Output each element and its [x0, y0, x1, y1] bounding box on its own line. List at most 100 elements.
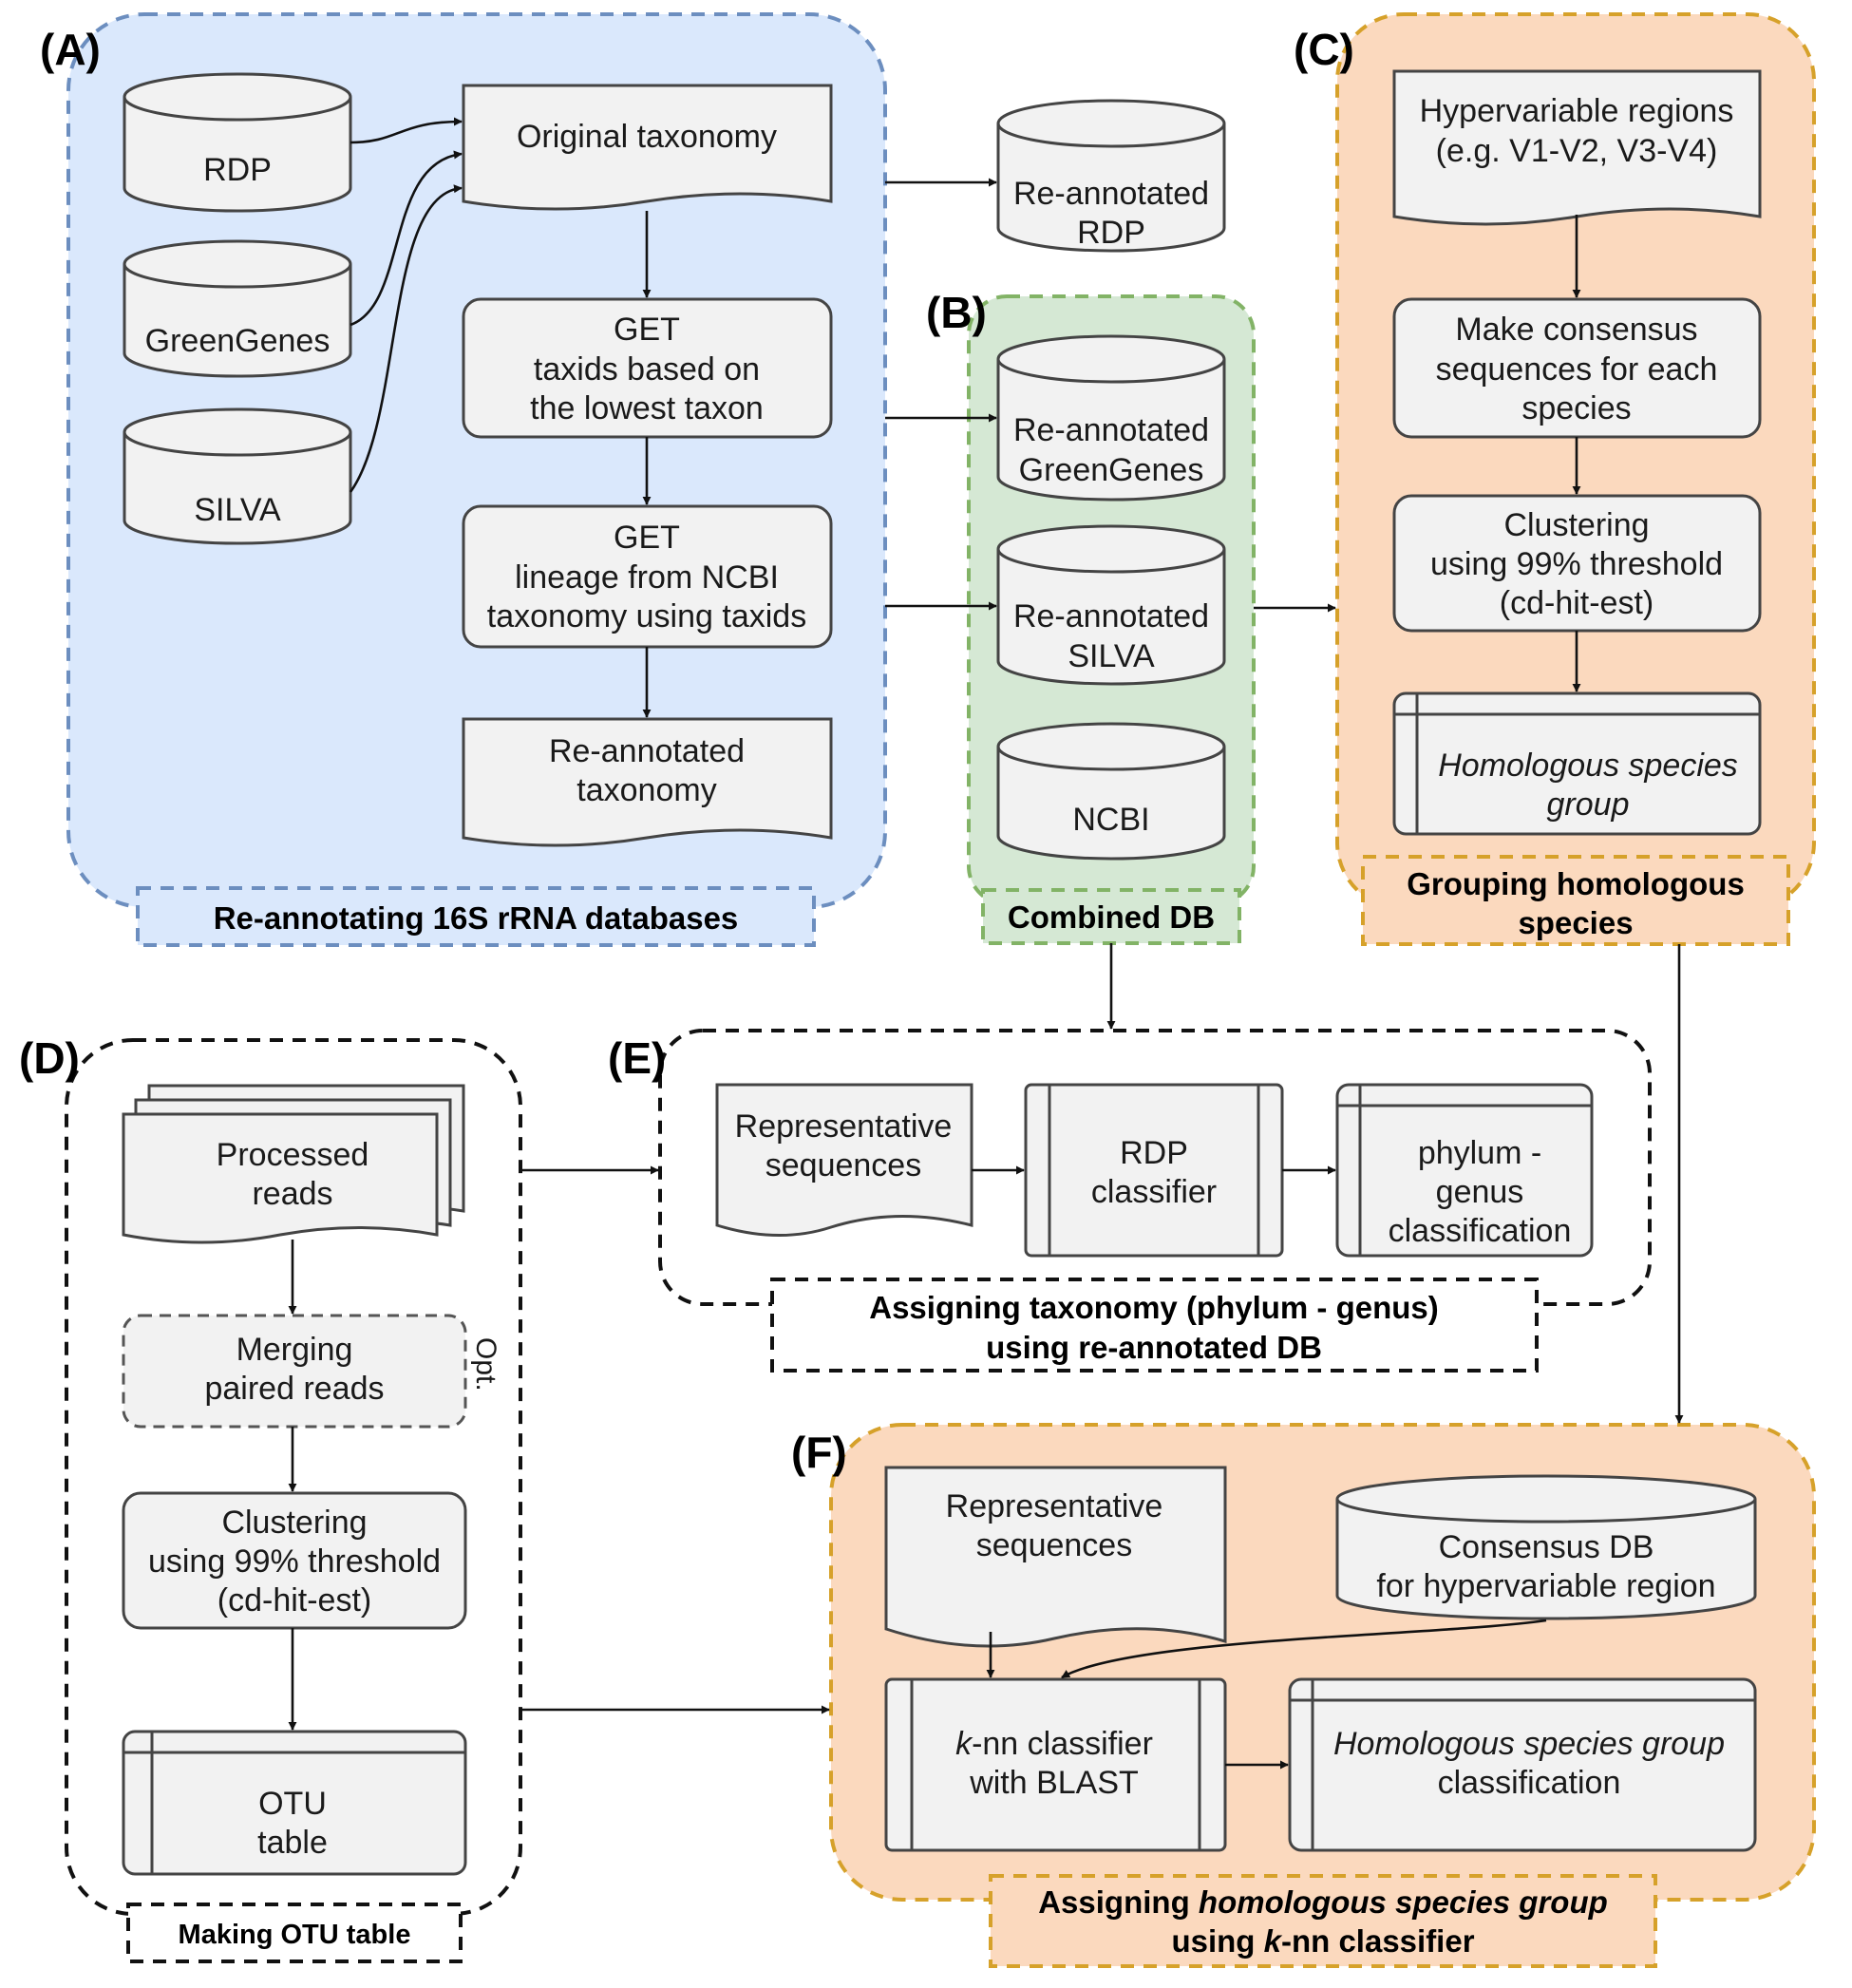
clustering-d-process: Clustering using 99% threshold (cd-hit-e… — [122, 1491, 467, 1630]
edge-silva-to-original — [349, 184, 463, 493]
svg-text:reads: reads — [252, 1176, 332, 1212]
svg-text:Re-annotated: Re-annotated — [1013, 176, 1209, 212]
homologous-species-group-table: Homologous species group — [1392, 691, 1762, 836]
panel-c-letter: (C) — [1294, 25, 1354, 74]
reannotated-taxonomy-document: Re-annotated taxonomy — [462, 717, 833, 847]
caption-a: Re-annotating 16S rRNA databases — [214, 900, 739, 936]
caption-a-box — [136, 886, 816, 947]
svg-text:group: group — [1547, 786, 1630, 823]
svg-text:table: table — [257, 1825, 328, 1861]
caption-d: Making OTU table — [179, 1920, 411, 1950]
svg-text:using 99% threshold: using 99% threshold — [148, 1543, 441, 1580]
svg-text:Clustering: Clustering — [221, 1505, 367, 1541]
svg-text:sequences for each: sequences for each — [1436, 351, 1718, 388]
panel-e-region — [658, 1029, 1652, 1306]
otu-table: OTU table — [122, 1730, 467, 1876]
caption-b-box — [981, 888, 1241, 945]
svg-text:k-nn classifier: k-nn classifier — [955, 1726, 1153, 1762]
caption-c-line2: species — [1518, 905, 1633, 940]
svg-text:Clustering: Clustering — [1503, 507, 1649, 543]
edge-greengenes-to-original — [350, 150, 463, 327]
svg-text:classifier: classifier — [1091, 1174, 1217, 1210]
svg-text:Representative: Representative — [735, 1108, 953, 1145]
panel-f-letter: (F) — [791, 1428, 847, 1477]
svg-text:RDP: RDP — [1077, 215, 1145, 251]
svg-text:sequences: sequences — [765, 1147, 921, 1183]
edge-rdp-to-original — [350, 117, 463, 144]
svg-text:taxids based on: taxids based on — [534, 351, 760, 388]
svg-text:Merging: Merging — [236, 1332, 353, 1368]
representative-sequences-e-document: Representative sequences — [715, 1083, 973, 1237]
svg-text:(cd-hit-est): (cd-hit-est) — [217, 1582, 371, 1619]
caption-e-line2: using re-annotated DB — [986, 1330, 1322, 1365]
caption-d-box — [126, 1903, 463, 1963]
make-consensus-process: Make consensus sequences for each specie… — [1392, 297, 1762, 439]
svg-text:phylum -: phylum - — [1418, 1135, 1541, 1171]
svg-text:RDP: RDP — [1120, 1135, 1188, 1171]
svg-text:classification: classification — [1438, 1765, 1621, 1801]
edge-consensusdb-to-knn — [1061, 1619, 1547, 1679]
panel-e-letter: (E) — [608, 1033, 666, 1083]
svg-text:Re-annotated: Re-annotated — [549, 733, 745, 769]
svg-text:the lowest taxon: the lowest taxon — [530, 390, 764, 426]
svg-text:Re-annotated: Re-annotated — [1013, 412, 1209, 448]
panel-d-letter: (D) — [19, 1033, 80, 1083]
panel-a-letter: (A) — [40, 25, 101, 74]
svg-text:Make consensus: Make consensus — [1455, 312, 1697, 348]
svg-text:SILVA: SILVA — [1068, 638, 1155, 674]
caption-b: Combined DB — [1008, 899, 1215, 935]
caption-c-box — [1361, 855, 1790, 946]
caption-f-line2: using k-nn classifier — [1171, 1923, 1474, 1959]
svg-text:Hypervariable regions: Hypervariable regions — [1420, 93, 1734, 129]
svg-text:RDP: RDP — [203, 152, 272, 188]
caption-e-box — [770, 1278, 1539, 1373]
panel-b-letter: (B) — [926, 288, 987, 337]
svg-text:paired reads: paired reads — [204, 1371, 384, 1407]
svg-text:taxonomy using taxids: taxonomy using taxids — [487, 598, 806, 634]
svg-text:OTU: OTU — [258, 1786, 327, 1822]
svg-text:Processed: Processed — [217, 1137, 369, 1173]
svg-text:taxonomy: taxonomy — [576, 772, 716, 808]
svg-text:species: species — [1521, 390, 1631, 426]
knn-classifier-process: k-nn classifier with BLAST — [884, 1677, 1227, 1852]
reannotated-greengenes-database: Re-annotated GreenGenes — [996, 334, 1226, 502]
get-taxids-process: GET taxids based on the lowest taxon — [462, 297, 833, 439]
rdp-database: RDP — [123, 72, 352, 213]
clustering-c-process: Clustering using 99% threshold (cd-hit-e… — [1392, 494, 1762, 633]
greengenes-database: GreenGenes — [123, 239, 352, 378]
caption-e-line1: Assigning taxonomy (phylum - genus) — [869, 1290, 1439, 1325]
svg-text:using 99% threshold: using 99% threshold — [1430, 546, 1723, 582]
svg-text:with BLAST: with BLAST — [969, 1765, 1139, 1801]
caption-f-line1: Assigning homologous species group — [1038, 1884, 1608, 1920]
svg-text:classification: classification — [1389, 1213, 1572, 1249]
get-lineage-process: GET lineage from NCBI taxonomy using tax… — [462, 504, 833, 649]
rdp-classifier-process: RDP classifier — [1024, 1083, 1284, 1258]
hypervariable-regions-document: Hypervariable regions (e.g. V1-V2, V3-V4… — [1392, 69, 1762, 226]
svg-text:(e.g. V1-V2, V3-V4): (e.g. V1-V2, V3-V4) — [1436, 133, 1718, 169]
caption-c-line1: Grouping homologous — [1407, 866, 1745, 901]
svg-text:(cd-hit-est): (cd-hit-est) — [1500, 585, 1654, 621]
svg-text:genus: genus — [1436, 1174, 1524, 1210]
phylum-genus-classification-table: phylum - genus classification — [1335, 1083, 1594, 1258]
reannotated-silva-database: Re-annotated SILVA — [996, 524, 1226, 686]
svg-text:GreenGenes: GreenGenes — [145, 323, 331, 359]
svg-text:GET: GET — [614, 312, 680, 348]
svg-text:Re-annotated: Re-annotated — [1013, 598, 1209, 634]
svg-text:Homologous species group: Homologous species group — [1333, 1726, 1725, 1762]
processed-reads-multidocument: Processed reads — [122, 1084, 465, 1244]
panel-d-region — [65, 1038, 522, 1916]
svg-text:Homologous species: Homologous species — [1438, 748, 1738, 784]
ncbi-database: NCBI — [996, 722, 1226, 861]
svg-text:sequences: sequences — [976, 1527, 1132, 1563]
homologous-species-group-classification-table: Homologous species group classification — [1288, 1677, 1757, 1852]
silva-database: SILVA — [123, 407, 352, 545]
svg-text:Original taxonomy: Original taxonomy — [517, 119, 777, 155]
optional-label: Opt. — [470, 1337, 501, 1392]
svg-text:NCBI: NCBI — [1072, 802, 1149, 838]
consensus-db-database: Consensus DB for hypervariable region — [1335, 1474, 1757, 1620]
merging-paired-reads-process: Merging paired reads — [122, 1314, 467, 1429]
panel-a-region — [66, 12, 887, 909]
svg-text:for hypervariable region: for hypervariable region — [1376, 1568, 1715, 1604]
reannotated-rdp-database: Re-annotated RDP — [996, 99, 1226, 253]
